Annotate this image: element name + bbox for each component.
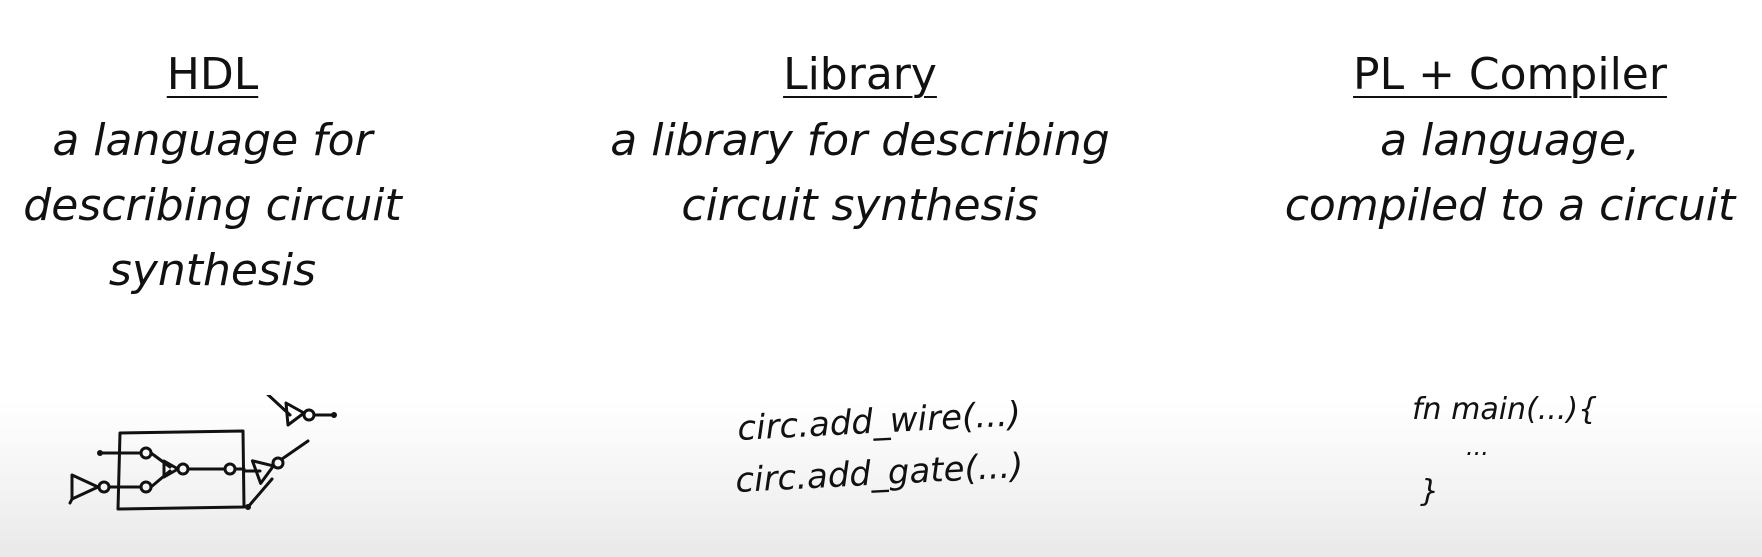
pl-compiler-heading: PL + Compiler <box>1353 49 1667 100</box>
input-gate <box>70 473 100 501</box>
hdl-column: HDL a language for describing circuit sy… <box>10 42 415 303</box>
pl-code-sketch: fn main(...){ ... } <box>1412 392 1597 509</box>
hdl-description-line-1: a language for <box>52 115 373 166</box>
code-line-add-gate: circ.add_gate(...) <box>734 446 1024 501</box>
library-heading: Library <box>783 49 937 100</box>
circuit-box <box>116 429 246 511</box>
pl-compiler-column: PL + Compiler a language, compiled to a … <box>1270 42 1750 238</box>
library-description-line-2: circuit synthesis <box>681 180 1039 231</box>
top-gate <box>284 401 306 427</box>
code-line-ellipsis: ... <box>1466 433 1489 461</box>
library-column: Library a library for describing circuit… <box>590 42 1130 238</box>
circuit-sketch <box>68 395 337 511</box>
pl-compiler-description-line-1: a language, <box>1380 115 1640 166</box>
output-gate <box>250 459 275 485</box>
hdl-description-line-2: describing circuit <box>23 180 402 231</box>
code-line-fn-main: fn main(...){ <box>1412 392 1597 427</box>
pl-compiler-description-line-2: compiled to a circuit <box>1284 180 1736 231</box>
hdl-description-line-3: synthesis <box>108 245 317 296</box>
code-line-add-wire: circ.add_wire(...) <box>736 400 1021 449</box>
hdl-heading: HDL <box>166 49 259 100</box>
library-description-line-1: a library for describing <box>610 115 1110 166</box>
library-code-sketch: circ.add_wire(...) circ.add_gate(...) <box>734 400 1024 501</box>
inner-gate-1 <box>162 459 180 479</box>
code-line-closing-brace: } <box>1420 474 1439 509</box>
